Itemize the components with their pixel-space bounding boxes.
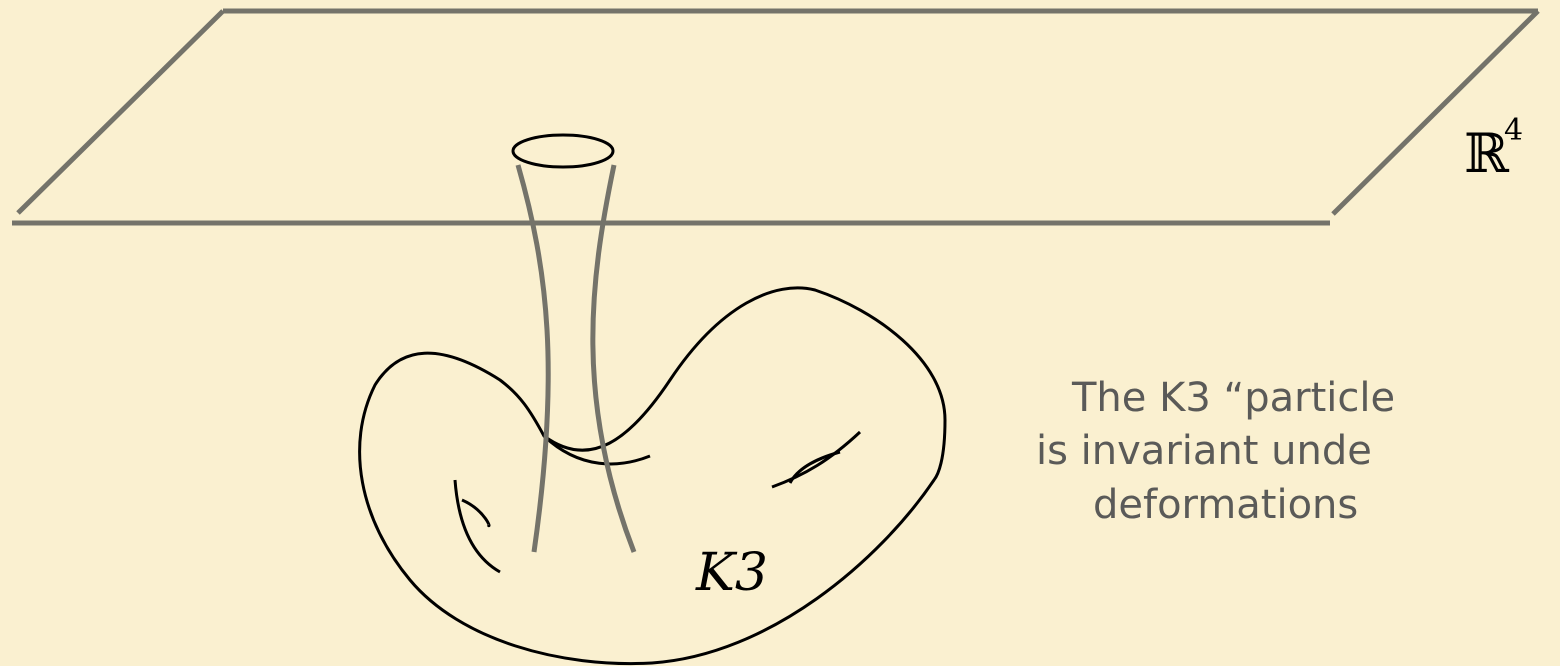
throat-rim (513, 135, 613, 167)
throat (513, 135, 634, 552)
k3-surface (360, 288, 945, 664)
k3-inner-fold (544, 436, 650, 464)
caption-line-1: The K3 “particle (1072, 375, 1395, 421)
k3-label: K3 (695, 543, 768, 603)
caption-line-3: deformations (1093, 482, 1358, 528)
space-exponent: 4 (1504, 113, 1523, 148)
k3-outline (360, 288, 945, 664)
plane (12, 11, 1538, 223)
left-handle-arc (462, 500, 489, 526)
left-handle-curve (455, 480, 500, 572)
plane-left-edge (18, 11, 223, 213)
caption-line-2: is invariant unde (1036, 428, 1372, 474)
